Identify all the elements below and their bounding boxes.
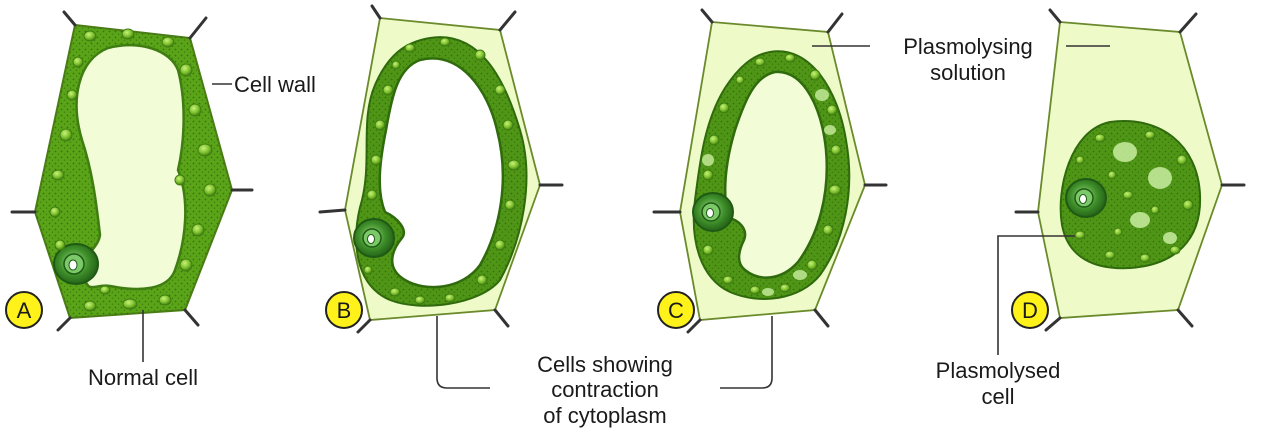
cell-a [12, 12, 252, 330]
cell-c [654, 10, 886, 332]
badge-b: B [326, 292, 362, 328]
label-cells-showing-1: Cells showing [537, 352, 673, 377]
label-plasmolysing-1: Plasmolysing [903, 34, 1033, 59]
label-plasmolysed-1: Plasmolysed [936, 358, 1061, 383]
cell-b [320, 6, 562, 332]
cell-d-nucleus [1066, 179, 1106, 217]
label-plasmolysed-2: cell [981, 384, 1014, 409]
cell-b-nucleus [354, 219, 394, 257]
badge-c: C [658, 292, 694, 328]
cell-d [1016, 10, 1244, 330]
label-cell-wall: Cell wall [234, 72, 316, 97]
svg-text:A: A [17, 298, 32, 323]
svg-text:B: B [337, 298, 352, 323]
label-cells-showing-3: of cytoplasm [543, 403, 667, 428]
badge-a: A [6, 292, 42, 328]
badge-d: D [1012, 292, 1048, 328]
svg-text:C: C [668, 298, 684, 323]
svg-text:D: D [1022, 298, 1038, 323]
cell-c-nucleus [693, 193, 733, 231]
label-plasmolysing-2: solution [930, 60, 1006, 85]
label-normal-cell: Normal cell [88, 365, 198, 390]
label-cells-showing-2: contraction [551, 377, 659, 402]
